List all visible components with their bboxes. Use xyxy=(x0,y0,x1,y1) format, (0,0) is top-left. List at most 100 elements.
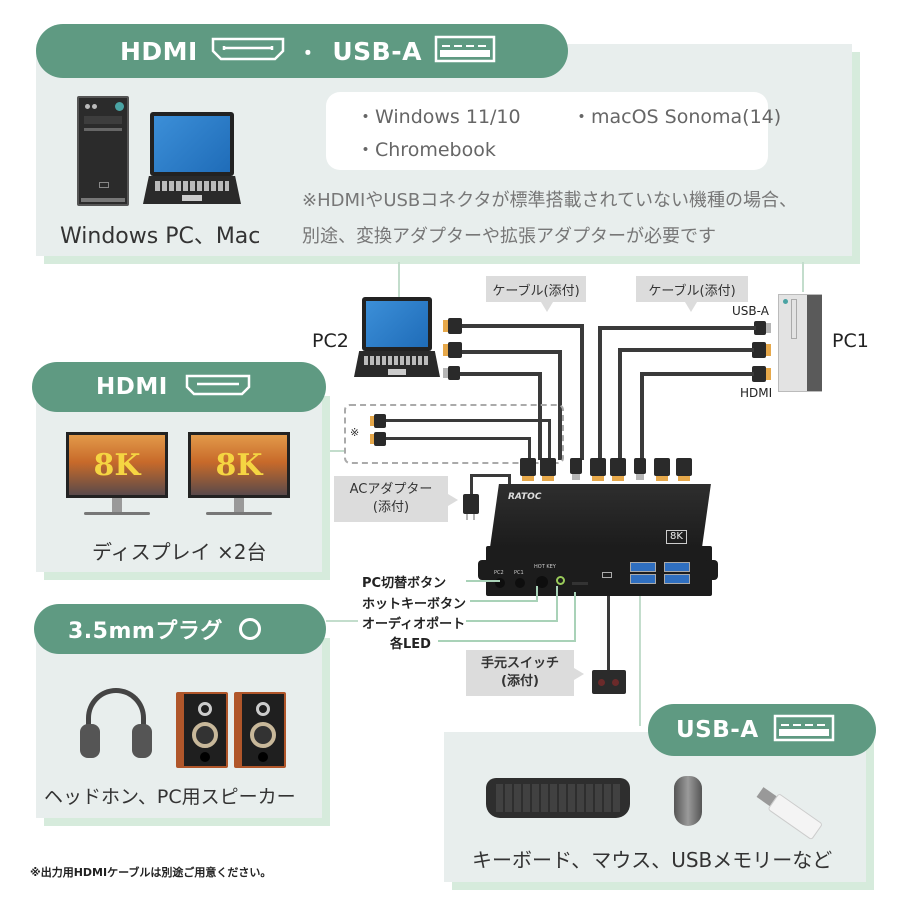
callout-audio-port: オーディオポート xyxy=(362,617,466,632)
usb-a-connector-label: USB-A xyxy=(732,304,769,318)
hotkey-button[interactable] xyxy=(536,576,548,588)
pc2-cable-1-v xyxy=(580,324,584,460)
pc1-hdmi-plug-1 xyxy=(752,342,766,358)
hdmi-plug-gold xyxy=(766,368,771,380)
pc2-cable-3 xyxy=(460,372,540,376)
connector-line xyxy=(326,450,344,452)
monitor-image-2: 8K xyxy=(188,432,290,518)
usb-a-port-icon xyxy=(434,35,496,67)
front-label-pc2: PC2 xyxy=(494,570,504,576)
circle-plug-icon xyxy=(238,618,261,640)
usb-devices-label: キーボード、マウス、USBメモリーなど xyxy=(472,848,833,872)
cable-callout-right: ケーブル(添付) xyxy=(636,276,748,302)
pc1-cable-1 xyxy=(598,326,756,330)
hdmi-connector-label: HDMI xyxy=(740,386,773,400)
rear-plugs-row xyxy=(520,458,700,482)
hdmi-plug-gold xyxy=(766,344,771,356)
hdmi-plug-gold xyxy=(370,434,374,444)
hand-switch-cable xyxy=(607,596,610,670)
hdmi-plug-gold xyxy=(370,416,374,426)
usb-a-ports-left[interactable] xyxy=(630,562,656,586)
callout-pointer xyxy=(448,494,458,506)
cable-callout-left: ケーブル(添付) xyxy=(486,276,586,302)
leader-line xyxy=(438,640,576,642)
pc2-usb-plug xyxy=(448,366,460,380)
os-chromebook: ・Chromebook xyxy=(356,139,496,161)
top-panel-header: HDMI ・ USB-A xyxy=(36,24,568,78)
output-note-mark: ※ xyxy=(350,426,360,439)
pc2-laptop-image xyxy=(362,297,432,351)
headphones-image xyxy=(80,688,152,762)
pc1-cable-2 xyxy=(618,348,754,352)
connector-line xyxy=(802,262,804,292)
pc1-label: PC1 xyxy=(832,330,869,352)
audio-label: ヘッドホン、PC用スピーカー xyxy=(44,786,296,808)
output-hdmi-plug-2 xyxy=(374,432,386,446)
pc1-hdmi-plug-2 xyxy=(752,366,766,382)
display-label: ディスプレイ ×2台 xyxy=(92,540,267,564)
header-separator: ・ xyxy=(297,40,319,65)
usb-panel-header: USB-A xyxy=(648,704,876,756)
audio-header-text: 3.5mmプラグ xyxy=(68,619,223,644)
leader-line xyxy=(470,600,536,602)
display-panel-header: HDMI xyxy=(32,362,326,412)
ac-cable xyxy=(470,474,473,494)
pc1-cable-1-v xyxy=(598,326,602,460)
callout-pc-switch-button: PC切替ボタン xyxy=(362,576,447,591)
callout-leds: 各LED xyxy=(390,637,431,652)
pc1-cable-3-v xyxy=(640,372,644,460)
leader-line xyxy=(466,580,500,582)
pc1-tower-image xyxy=(778,294,822,392)
speaker-image-1 xyxy=(176,692,228,768)
ac-prong xyxy=(466,514,468,520)
leader-line xyxy=(466,620,558,622)
output-cable-1 xyxy=(386,419,550,422)
output-hdmi-plug-1 xyxy=(374,414,386,428)
usb-a-ports-right[interactable] xyxy=(664,562,690,586)
connector-line xyxy=(326,620,358,622)
8k-badge: 8K xyxy=(666,530,687,544)
usb-plug-silver xyxy=(443,368,448,378)
hand-switch-callout: 手元スイッチ (添付) xyxy=(466,650,574,696)
pc2-laptop-keyboard xyxy=(354,351,440,377)
laptop-image xyxy=(150,112,234,176)
output-cable-2 xyxy=(386,437,530,440)
callout-pointer xyxy=(574,668,584,680)
ac-adapter-plug-icon xyxy=(463,494,479,514)
brand-logo: RATOC xyxy=(508,492,542,502)
ac-adapter-callout: ACアダプター (添付) xyxy=(334,476,448,522)
ac-prong xyxy=(473,514,475,520)
hand-switch-device[interactable] xyxy=(592,670,626,694)
hdmi-plug-gold xyxy=(443,344,448,356)
audio-port[interactable] xyxy=(556,576,565,585)
os-macos: ・macOS Sonoma(14) xyxy=(572,106,782,128)
adapter-note-line2: 別途、変換アダプターや拡張アダプターが必要です xyxy=(302,226,716,247)
leader-line xyxy=(556,586,558,622)
pc1-usb-plug xyxy=(754,321,766,335)
adapter-note-line1: ※HDMIやUSBコネクタが標準搭載されていない機種の場合、 xyxy=(302,190,798,211)
output-cable-1-v xyxy=(548,419,551,463)
output-cable-2-v xyxy=(528,437,531,463)
hdmi-port-icon xyxy=(184,373,252,401)
hdmi-plug-gold xyxy=(443,320,448,332)
led-indicators xyxy=(572,582,588,585)
pc2-cable-2 xyxy=(462,350,560,354)
display-header-text: HDMI xyxy=(96,374,168,400)
pc2-switch-button[interactable] xyxy=(495,578,505,588)
leader-line xyxy=(536,586,538,602)
header-hdmi-text: HDMI xyxy=(120,36,198,66)
pc2-cable-3-v xyxy=(538,372,542,460)
footnote: ※出力用HDMIケーブルは別途ご用意ください。 xyxy=(30,866,272,879)
hdmi-port-icon xyxy=(210,36,286,66)
front-label-pc1: PC1 xyxy=(514,570,524,576)
pc1-switch-button[interactable] xyxy=(515,578,525,588)
ac-cable xyxy=(470,474,510,477)
pc1-cable-2-v xyxy=(618,348,622,460)
speaker-image-2 xyxy=(234,692,286,768)
pc2-cable-1 xyxy=(462,324,582,328)
keyboard-image xyxy=(486,778,630,818)
kvm-switch-device: RATOC 8K PC2 PC1 HOT KEY xyxy=(478,484,718,596)
pc2-label: PC2 xyxy=(312,330,349,352)
mini-usb-port[interactable] xyxy=(602,572,612,578)
os-support-box xyxy=(326,92,768,170)
